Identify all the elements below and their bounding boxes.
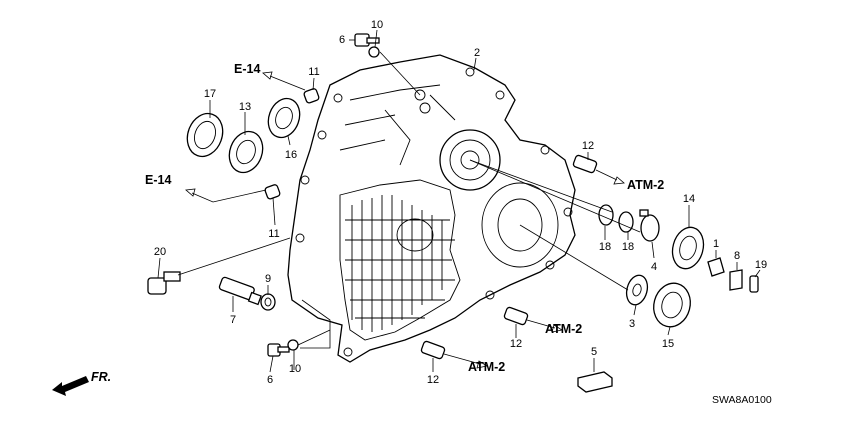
cover-5 bbox=[577, 371, 613, 393]
dowel-pin-12-bottom bbox=[420, 340, 446, 360]
label-10-bottom: 10 bbox=[289, 363, 301, 375]
label-17: 17 bbox=[204, 88, 216, 100]
label-2: 2 bbox=[474, 47, 480, 59]
dowel-pin-11-top bbox=[303, 88, 320, 104]
part-number-labels: 17 13 16 11 11 6 10 2 20 7 9 6 10 12 12 … bbox=[154, 19, 767, 386]
label-9: 9 bbox=[265, 273, 271, 285]
label-20: 20 bbox=[154, 246, 166, 258]
leader-lines bbox=[157, 29, 761, 373]
bolt-6-bottom bbox=[267, 343, 290, 357]
ref-atm2-bottom: ATM-2 bbox=[468, 360, 505, 374]
shim-3 bbox=[625, 274, 649, 306]
label-14: 14 bbox=[683, 193, 695, 205]
snap-ring-18-b bbox=[618, 211, 634, 233]
reference-labels: E-14 E-14 ATM-2 ATM-2 ATM-2 FR. SWA8A010… bbox=[91, 62, 772, 406]
dowel-pin-11-left bbox=[264, 184, 281, 200]
clip-8 bbox=[729, 269, 743, 291]
label-5: 5 bbox=[591, 346, 597, 358]
o-ring-9 bbox=[260, 293, 276, 311]
label-18-b: 18 bbox=[622, 241, 634, 253]
label-16: 16 bbox=[285, 149, 297, 161]
oil-seal-17 bbox=[186, 112, 224, 158]
label-7: 7 bbox=[230, 314, 236, 326]
dowel-pin-12-right bbox=[572, 154, 598, 174]
ref-atm2-right: ATM-2 bbox=[627, 178, 664, 192]
bolt-19 bbox=[749, 275, 759, 293]
label-8: 8 bbox=[734, 250, 740, 262]
ref-e14-top: E-14 bbox=[234, 62, 260, 76]
bearing-13 bbox=[228, 130, 264, 174]
label-4: 4 bbox=[651, 261, 657, 273]
washer-10-top bbox=[368, 46, 380, 58]
transmission-housing bbox=[287, 54, 576, 363]
label-1: 1 bbox=[713, 238, 719, 250]
ref-atm2-mid: ATM-2 bbox=[545, 322, 582, 336]
label-11-top: 11 bbox=[308, 66, 319, 78]
label-12-mid: 12 bbox=[510, 338, 522, 350]
front-direction-arrow-icon bbox=[52, 376, 89, 396]
dowel-pin-12-mid bbox=[503, 306, 529, 326]
bearing-16 bbox=[267, 97, 301, 139]
label-18-a: 18 bbox=[599, 241, 611, 253]
oil-seal-14 bbox=[671, 226, 705, 270]
label-11-left: 11 bbox=[268, 228, 279, 240]
label-6-top: 6 bbox=[339, 34, 345, 46]
bearing-15 bbox=[653, 282, 691, 328]
sensor-7 bbox=[218, 276, 262, 306]
label-3: 3 bbox=[629, 318, 635, 330]
label-19: 19 bbox=[755, 259, 767, 271]
label-12-bottom: 12 bbox=[427, 374, 439, 386]
front-label: FR. bbox=[91, 370, 111, 384]
label-15: 15 bbox=[662, 338, 674, 350]
label-12-right: 12 bbox=[582, 140, 594, 152]
label-13: 13 bbox=[239, 101, 251, 113]
ref-e14-left: E-14 bbox=[145, 173, 171, 187]
label-6-bottom: 6 bbox=[267, 374, 273, 386]
diagram-code: SWA8A0100 bbox=[712, 394, 772, 406]
label-10-top: 10 bbox=[371, 19, 383, 31]
bolt-20 bbox=[147, 271, 181, 295]
washer-10-bottom bbox=[287, 339, 299, 351]
bracket-1 bbox=[707, 257, 725, 277]
oil-guide-4 bbox=[639, 209, 660, 242]
